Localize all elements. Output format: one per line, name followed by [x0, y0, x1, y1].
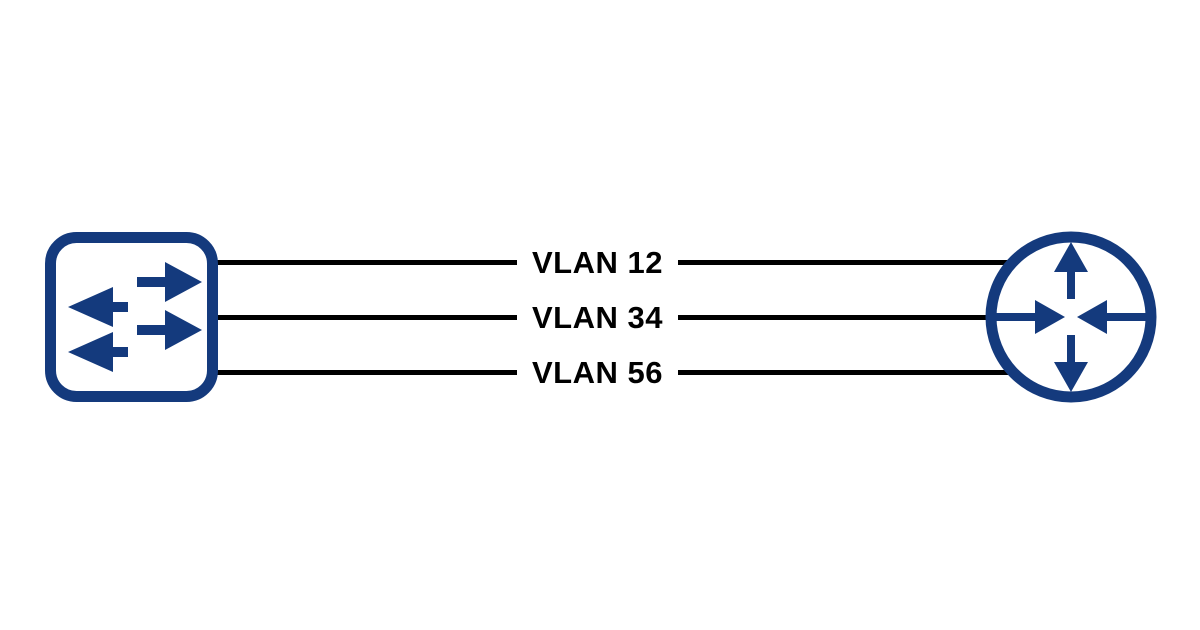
link-label: VLAN 12	[532, 245, 663, 280]
router-body	[985, 231, 1157, 403]
switch-body	[45, 232, 218, 402]
arrow-left-icon	[1077, 300, 1147, 334]
link-line-right	[678, 370, 1008, 375]
arrow-up-icon	[1054, 242, 1088, 299]
arrow-down-icon	[1054, 335, 1088, 392]
link-line-left	[216, 315, 517, 320]
arrow-right-icon	[137, 310, 202, 350]
router-icon	[985, 231, 1157, 403]
link-line-right	[678, 315, 990, 320]
link-line-left	[216, 370, 517, 375]
arrow-right-icon	[137, 262, 202, 302]
link-line-left	[216, 260, 517, 265]
link-label: VLAN 56	[532, 355, 663, 390]
arrow-left-icon	[68, 332, 128, 372]
link-line-right	[678, 260, 1008, 265]
arrow-right-icon	[995, 300, 1065, 334]
arrow-left-icon	[68, 287, 128, 327]
switch-icon	[45, 232, 218, 402]
link-label: VLAN 34	[532, 300, 663, 335]
